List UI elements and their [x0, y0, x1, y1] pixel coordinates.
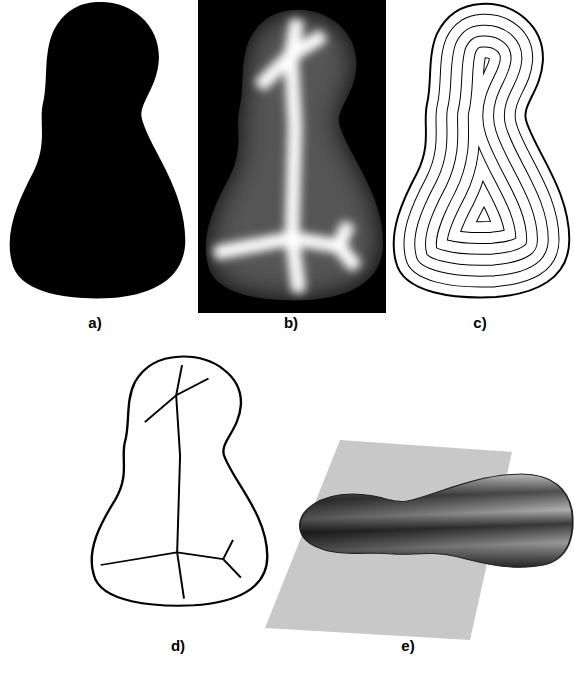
panel-label: c)	[473, 314, 486, 331]
contour-line	[394, 4, 570, 298]
skeleton-outline	[92, 357, 268, 606]
contour-line	[394, 4, 570, 298]
contour-gap	[394, 4, 570, 298]
contour-line	[394, 4, 570, 298]
contour-gap	[394, 4, 570, 298]
contour-line	[394, 4, 570, 298]
contour-gap	[394, 4, 570, 298]
contour-line	[394, 4, 570, 298]
contour-line	[394, 4, 570, 298]
surface-plot	[265, 440, 574, 640]
binary-shape	[10, 2, 186, 298]
contour-gap	[394, 4, 570, 298]
contour-gap	[394, 4, 570, 298]
contour-gap	[394, 4, 570, 298]
contour-gap	[394, 4, 570, 298]
contour-line	[394, 4, 570, 298]
panel-label: b)	[284, 314, 298, 331]
contour-line	[394, 4, 570, 298]
contour-line	[394, 4, 570, 298]
contour-line	[394, 4, 570, 298]
contour-gap	[394, 4, 570, 298]
contour-gap	[394, 4, 570, 298]
contour-line	[394, 4, 570, 298]
contour-gap	[394, 4, 570, 298]
contour-gap	[394, 4, 570, 298]
contour-lines	[394, 4, 570, 298]
contour-gap	[394, 4, 570, 298]
contour-line	[394, 4, 570, 298]
contour-gap	[394, 4, 570, 298]
contour-gap	[394, 4, 570, 298]
distance-map	[198, 0, 386, 313]
panel-label: e)	[401, 637, 414, 654]
contour-line	[394, 4, 570, 298]
contour-line	[394, 4, 570, 298]
panel-label: a)	[88, 314, 101, 331]
panel-label: d)	[171, 637, 185, 654]
